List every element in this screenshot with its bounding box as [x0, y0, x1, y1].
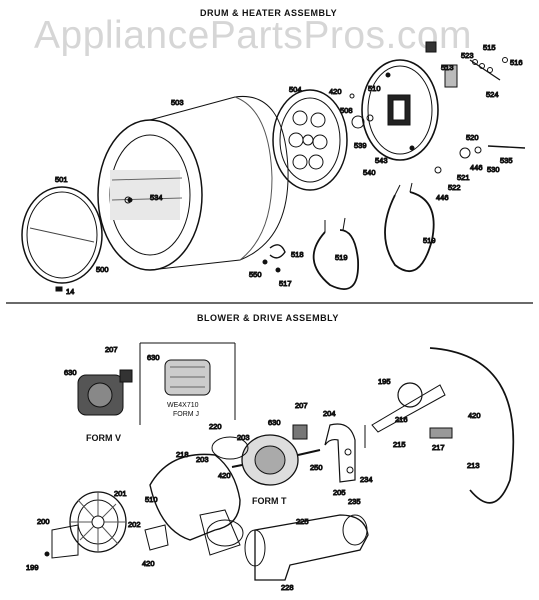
pn-203-a: 203	[237, 433, 250, 442]
blower-housing-part	[149, 453, 244, 556]
motor-form-t	[231, 424, 321, 486]
pn-234: 234	[360, 475, 373, 484]
pn-207-a: 207	[105, 345, 118, 354]
pn-503: 503	[171, 98, 184, 107]
pn-204: 204	[323, 409, 336, 418]
motor-form-v	[77, 369, 133, 416]
pn-543: 543	[375, 156, 388, 165]
pn-202: 202	[128, 520, 141, 529]
pn-207-b: 207	[295, 401, 308, 410]
pn-500: 500	[96, 265, 109, 274]
pn-225: 225	[296, 517, 309, 526]
front-seal-part	[21, 186, 103, 292]
pn-523: 523	[461, 51, 474, 60]
pn-235: 235	[348, 497, 361, 506]
pn-420-c: 420	[468, 411, 481, 420]
pn-420-b: 420	[142, 559, 155, 568]
belt-parts	[312, 182, 435, 290]
pn-630-a: 630	[64, 368, 77, 377]
we-part-label: WE4X710	[167, 402, 199, 409]
pn-201: 201	[114, 489, 127, 498]
blower-part-labels: 207 630 630 630 207 203 203 220 420 218 …	[26, 345, 482, 593]
pn-213: 213	[467, 461, 480, 470]
pn-14: 14	[66, 287, 74, 296]
pn-521: 521	[457, 173, 470, 182]
bracket-part	[44, 524, 79, 559]
pn-216: 216	[395, 415, 408, 424]
pn-420-a: 420	[218, 471, 231, 480]
pn-519-a: 519	[335, 253, 348, 262]
pn-540: 540	[363, 168, 376, 177]
blower-drive-title: BLOWER & DRIVE ASSEMBLY	[197, 313, 339, 323]
pn-504: 504	[289, 85, 302, 94]
pn-515: 515	[483, 43, 496, 52]
pn-539: 539	[354, 141, 367, 150]
pn-517: 517	[279, 279, 292, 288]
pn-508: 508	[340, 106, 353, 115]
pn-228: 228	[281, 583, 294, 592]
pn-519-b: 519	[423, 236, 436, 245]
pn-520: 520	[466, 133, 479, 142]
idler-parts	[364, 347, 515, 504]
exhaust-duct-part	[244, 514, 369, 581]
pn-199: 199	[26, 563, 39, 572]
pn-630-c: 630	[268, 418, 281, 427]
pn-250: 250	[310, 463, 323, 472]
drum-part-labels: 503 501 534 500 14 504 420 508 510 539 5…	[55, 43, 524, 297]
pn-530: 530	[487, 165, 500, 174]
idler-bracket-part	[324, 423, 356, 483]
blower-wheel-part	[69, 491, 127, 553]
pn-630-b: 630	[147, 353, 160, 362]
pn-550: 550	[249, 270, 262, 279]
hardware-parts	[124, 41, 526, 204]
pn-420: 420	[329, 87, 342, 96]
pn-522: 522	[448, 183, 461, 192]
pn-446-b: 446	[436, 193, 449, 202]
form-v-label: FORM V	[86, 433, 121, 443]
pn-524: 524	[486, 90, 499, 99]
pn-518: 518	[291, 250, 304, 259]
drum-heater-title: DRUM & HEATER ASSEMBLY	[200, 8, 338, 18]
pn-195: 195	[378, 377, 391, 386]
watermark: AppliancePartsPros.com	[34, 14, 473, 57]
heater-housing-part	[361, 59, 439, 161]
pn-516: 516	[510, 58, 523, 67]
pn-205: 205	[333, 488, 346, 497]
cover-202-part	[144, 524, 169, 551]
pn-217: 217	[432, 443, 445, 452]
pn-203-b: 203	[196, 455, 209, 464]
clip-part	[262, 244, 286, 273]
pn-218: 218	[176, 450, 189, 459]
form-t-label: FORM T	[252, 496, 287, 506]
pn-220: 220	[209, 422, 222, 431]
pn-535: 535	[500, 156, 513, 165]
motor-form-j	[164, 359, 211, 396]
rear-bulkhead-part	[272, 89, 348, 191]
pn-510: 510	[145, 495, 158, 504]
pn-534: 534	[150, 193, 163, 202]
drum-part	[97, 95, 289, 271]
pn-446-a: 446	[470, 163, 483, 172]
pn-501: 501	[55, 175, 68, 184]
form-j-label: FORM J	[173, 411, 200, 418]
clamp-part	[211, 436, 249, 460]
pn-513: 513	[441, 63, 454, 72]
pn-510: 510	[368, 84, 381, 93]
pn-215: 215	[393, 440, 406, 449]
pn-200: 200	[37, 517, 50, 526]
